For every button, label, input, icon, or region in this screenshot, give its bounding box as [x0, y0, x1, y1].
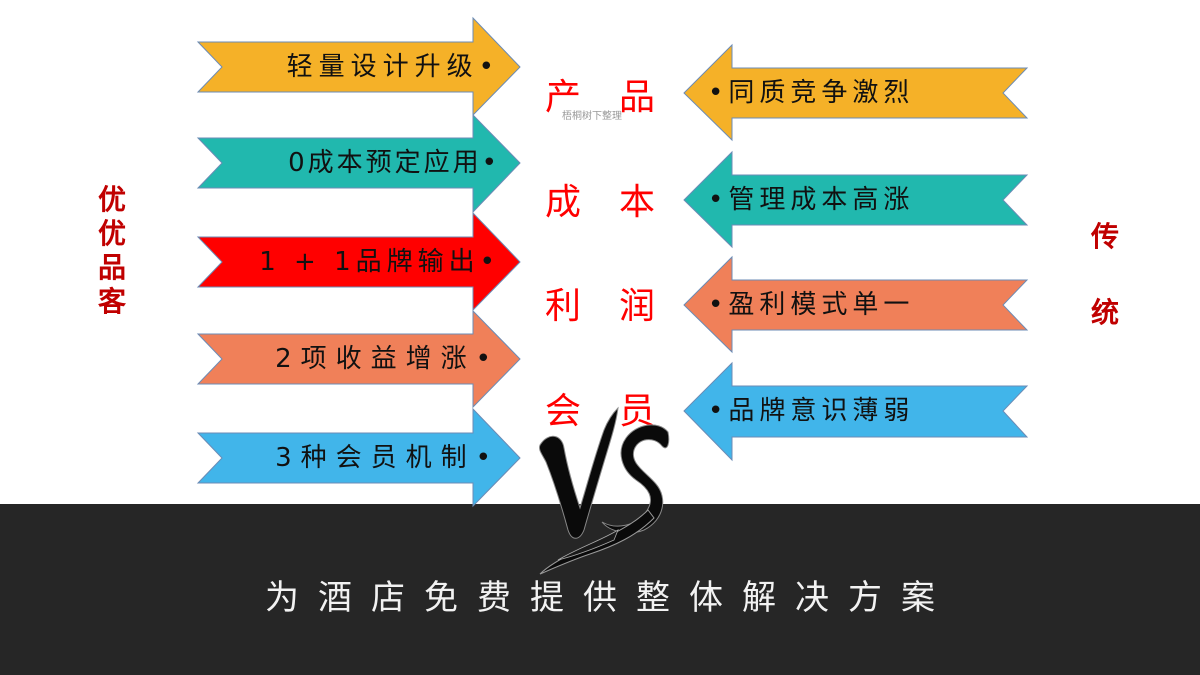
- right-arrow-3: [683, 255, 1029, 354]
- right-arrow-4: [683, 361, 1029, 462]
- right-arrow-label-4: •品牌意识薄弱: [708, 396, 915, 426]
- left-arrow-5: [196, 407, 521, 508]
- right-arrow-label-2: •管理成本高涨: [708, 185, 915, 215]
- bottom-band: [0, 504, 1200, 675]
- center-word-profit: 利润: [545, 286, 694, 327]
- left-arrow-3: [196, 211, 521, 312]
- tagline: 为酒店免费提供整体解决方案: [265, 578, 954, 618]
- left-arrow-label-2: 0成本预定应用•: [288, 148, 500, 178]
- right-arrow-label-3: •盈利模式单一: [708, 290, 915, 320]
- right-arrow-1: [683, 43, 1029, 142]
- brand-label-youyoupinke: 优优品客: [97, 183, 126, 318]
- center-word-member: 会员: [545, 391, 694, 432]
- left-arrow-label-3: 1 + 1品牌输出•: [259, 247, 500, 277]
- right-arrow-label-1: •同质竞争激烈: [708, 78, 915, 108]
- brand-label-traditional: 传统: [1090, 220, 1119, 329]
- left-arrow-label-1: 轻量设计升级•: [286, 52, 500, 82]
- center-word-cost: 成本: [545, 182, 694, 223]
- left-arrow-label-5: 3种会员机制•: [275, 443, 500, 473]
- watermark: 梧桐树下整理: [562, 111, 622, 122]
- left-arrow-4: [196, 309, 521, 409]
- center-word-product: 产品: [545, 77, 694, 118]
- left-arrow-label-4: 2项收益增涨•: [275, 344, 500, 374]
- vs-brush-icon: [518, 390, 688, 580]
- left-arrow-2: [196, 113, 521, 214]
- right-arrow-2: [683, 150, 1029, 249]
